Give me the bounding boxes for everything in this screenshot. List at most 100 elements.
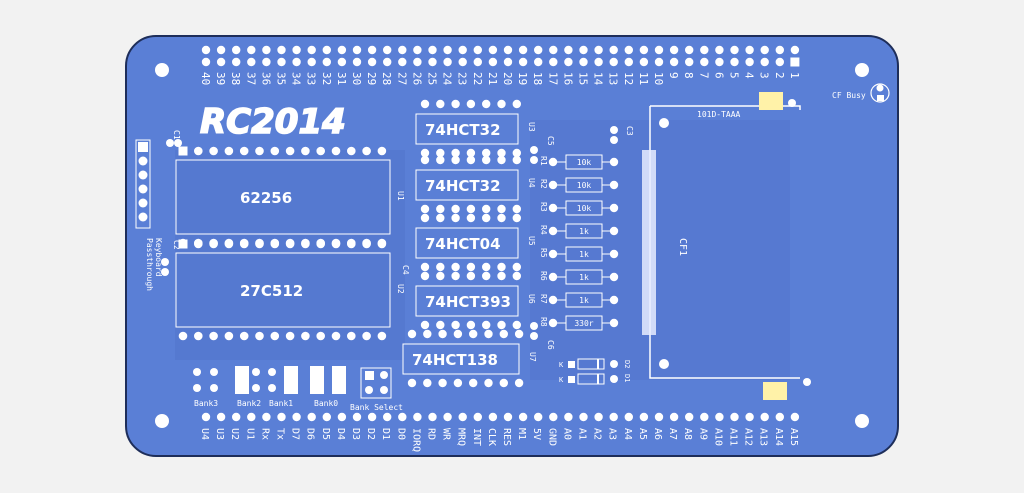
- bottom-signal-label: A7: [667, 428, 678, 440]
- header-pad: [428, 45, 437, 55]
- header-pad: [428, 57, 437, 67]
- header-pad: [503, 57, 513, 67]
- header-pad: [201, 57, 211, 67]
- header-pad-1: [790, 57, 800, 67]
- top-pin-number: 32: [320, 72, 333, 85]
- header-pad: [775, 57, 784, 67]
- brand-logo: RC2014: [200, 102, 346, 142]
- bottom-signal-label: A13: [758, 428, 769, 446]
- bottom-signal-label: MRQ: [456, 428, 467, 446]
- bottom-signal-label: U1: [244, 428, 255, 440]
- header-pad: [352, 412, 362, 422]
- header-pad: [534, 412, 543, 422]
- header-pad: [443, 412, 452, 422]
- chip-ref: U1: [396, 191, 405, 201]
- header-pad: [775, 412, 784, 422]
- header-pad: [367, 45, 377, 55]
- bottom-signal-label: A15: [788, 428, 799, 446]
- header-pad: [654, 57, 664, 67]
- header-pad: [292, 57, 301, 67]
- top-pin-number: 28: [380, 72, 393, 85]
- keyboard-label-2: Passthrough: [145, 238, 154, 291]
- header-pad: [201, 412, 211, 422]
- top-bus-header: [201, 45, 800, 67]
- bottom-signal-label: A3: [607, 428, 618, 440]
- top-pin-number: 24: [441, 72, 454, 86]
- top-pin-number: 9: [667, 72, 680, 79]
- diodes: [568, 358, 618, 385]
- keyboard-label-1: Keyboard: [154, 238, 163, 277]
- cf-card-slot: [642, 92, 811, 400]
- header-pad: [549, 45, 558, 55]
- header-pad: [639, 412, 649, 422]
- header-pad: [715, 412, 724, 422]
- header-pad: [579, 412, 588, 422]
- header-pad: [790, 45, 800, 55]
- bottom-signal-label: CLK: [486, 428, 497, 446]
- cf-led-pad-bottom: [763, 382, 787, 400]
- header-pad: [458, 412, 467, 422]
- bottom-signal-label: A5: [637, 428, 648, 440]
- bottom-signal-label: U3: [214, 428, 225, 440]
- cf-ref-label: CF1: [677, 238, 688, 256]
- header-pad: [322, 57, 331, 67]
- top-pin-number: 39: [214, 72, 227, 85]
- bottom-signal-label: A12: [743, 428, 754, 446]
- diode-k-2: K: [559, 376, 564, 384]
- header-pad: [549, 57, 558, 67]
- header-pad: [669, 412, 679, 422]
- cap-c3-label: C3: [625, 126, 634, 136]
- top-pin-number: 16: [561, 72, 574, 85]
- header-pad: [760, 45, 769, 55]
- header-pad: [383, 45, 392, 55]
- header-pad: [669, 45, 679, 55]
- top-pin-number: 31: [335, 72, 348, 85]
- bottom-signal-label: U2: [229, 428, 240, 440]
- top-pin-number: 22: [471, 72, 484, 85]
- resistor-value: 1k: [579, 227, 589, 236]
- bottom-signal-label: Rx: [259, 428, 270, 440]
- bottom-signal-label: U4: [199, 428, 210, 440]
- chip-ref: U3: [527, 122, 536, 132]
- top-pin-number: 10: [652, 72, 665, 85]
- cf-busy-led: [870, 83, 890, 103]
- bottom-signal-label: D0: [395, 428, 406, 440]
- cap-c5-label: C5: [546, 136, 555, 146]
- ground-pour-2: [530, 120, 790, 380]
- resistor-ref: R1: [539, 156, 548, 166]
- header-pad: [277, 57, 286, 67]
- bottom-signal-label: GND: [546, 428, 557, 446]
- header-pad: [594, 412, 603, 422]
- header-pad: [337, 45, 347, 55]
- header-pad: [775, 45, 784, 55]
- header-pad: [216, 45, 226, 55]
- bottom-signal-label: Tx: [275, 428, 286, 440]
- header-pad: [579, 57, 588, 67]
- top-pin-number: 5: [728, 72, 741, 79]
- header-pad: [624, 45, 633, 55]
- header-pad: [473, 412, 482, 422]
- bottom-signal-label: INT: [471, 428, 482, 446]
- bottom-signal-label: A4: [622, 428, 633, 440]
- diode-d1-label: D1: [623, 374, 631, 382]
- chip-ref: U6: [527, 294, 536, 304]
- header-pad: [352, 45, 362, 55]
- bottom-signal-label: D3: [350, 428, 361, 440]
- header-pad: [367, 57, 377, 67]
- header-pad: [715, 45, 724, 55]
- bottom-signal-label: A0: [561, 428, 572, 440]
- resistor-ref: R5: [539, 248, 548, 258]
- header-pad: [685, 412, 694, 422]
- cf-part-number: 101D-TAAA: [697, 110, 741, 119]
- header-pad: [262, 45, 271, 55]
- top-pin-number: 17: [546, 72, 559, 85]
- bank-select-label: Bank Select: [350, 403, 403, 412]
- header-pad: [322, 412, 331, 422]
- resistor-value: 330r: [574, 319, 593, 328]
- resistor-value: 1k: [579, 273, 589, 282]
- bottom-signal-label: A8: [682, 428, 693, 440]
